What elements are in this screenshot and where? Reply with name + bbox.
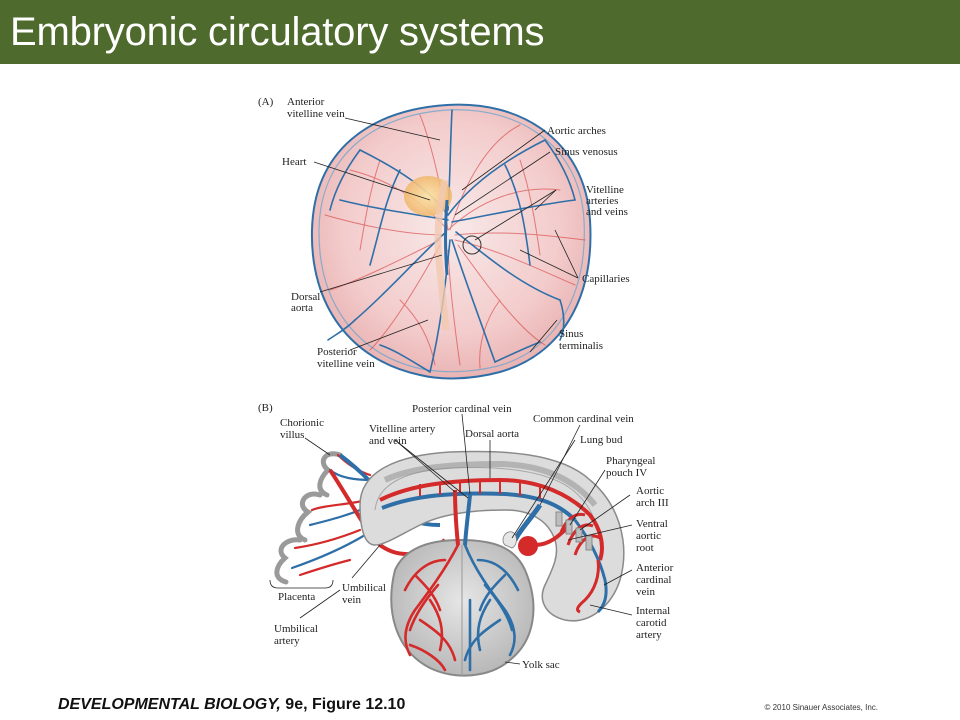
label-anterior-cardinal-vein: Anterior cardinal vein — [636, 562, 676, 598]
label-umbilical-artery: Umbilical artery — [274, 623, 321, 647]
panel-a-leaders — [313, 117, 579, 353]
label-yolk-sac: Yolk sac — [522, 659, 560, 671]
dorsal-aorta-vessel — [444, 199, 449, 276]
sinus-venosus-marker — [462, 235, 482, 255]
panel-b-leaders — [299, 413, 633, 665]
label-chorionic-villus: Chorionic villus — [280, 417, 327, 441]
label-anterior-vitelline-vein: Anterior vitelline vein — [287, 96, 345, 120]
panel-a-letter: (A) — [258, 96, 274, 108]
label-aortic-arch-iii: Aortic arch III — [636, 485, 669, 509]
label-ventral-aortic-root: Ventral aortic root — [636, 518, 671, 554]
neural-tube — [383, 460, 598, 507]
placenta-bracket — [269, 579, 334, 589]
label-heart: Heart — [282, 156, 306, 168]
label-dorsal-aorta-b: Dorsal aorta — [465, 428, 519, 440]
label-sinus-terminalis: Sinus terminalis — [559, 328, 603, 352]
label-sinus-venosus: Sinus venosus — [555, 146, 618, 158]
label-umbilical-vein: Umbilical vein — [342, 582, 389, 606]
segmental-vessels — [419, 480, 541, 499]
figure-number: 9e, Figure 12.10 — [280, 696, 406, 713]
dorsal-aorta-b-vessel — [379, 477, 604, 561]
label-common-cardinal-vein: Common cardinal vein — [533, 413, 634, 425]
label-aortic-arches: Aortic arches — [547, 125, 606, 137]
blastoderm-disk — [310, 103, 592, 380]
title-bar: Embryonic circulatory systems — [0, 0, 960, 64]
label-lung-bud: Lung bud — [580, 434, 623, 446]
label-vitelline-arteries-veins: Vitelline arteries and veins — [586, 184, 628, 218]
figure-canvas: (A) — [258, 96, 676, 677]
panel-b-letter: (B) — [258, 402, 273, 414]
copyright-notice: © 2010 Sinauer Associates, Inc. — [764, 703, 878, 712]
internal-carotid-artery-vessel — [576, 559, 600, 614]
yolk-sac-veins — [463, 543, 520, 672]
label-vitelline-artery-vein: Vitelline artery and vein — [369, 423, 438, 447]
label-posterior-cardinal-vein: Posterior cardinal vein — [412, 403, 512, 415]
label-capillaries: Capillaries — [582, 273, 630, 285]
label-dorsal-aorta-a: Dorsal aorta — [291, 291, 323, 314]
yolk-sac-arteries — [403, 543, 460, 672]
panel-b-labels: Chorionic villus Vitelline artery and ve… — [274, 403, 676, 671]
page-title: Embryonic circulatory systems — [10, 9, 545, 54]
label-placenta: Placenta — [278, 591, 315, 603]
figure: (A) — [0, 64, 960, 694]
vitelline-artery-vessel — [453, 489, 460, 546]
label-internal-carotid-artery: Internal carotid artery — [636, 605, 673, 641]
vitelline-vein-vessel — [463, 494, 472, 546]
figure-citation: DEVELOPMENTAL BIOLOGY, 9e, Figure 12.10 — [58, 696, 405, 714]
panel-a-labels: Anterior vitelline vein Aortic arches He… — [282, 96, 630, 370]
posterior-cardinal-vein-vessel — [381, 491, 577, 522]
panel-b: (B) — [258, 402, 676, 677]
label-posterior-vitelline-vein: Posterior vitelline vein — [317, 346, 375, 370]
embryo-axis — [434, 179, 450, 331]
label-pharyngeal-pouch: Pharyngeal pouch IV — [606, 455, 658, 479]
heart-b — [518, 536, 538, 556]
sinus-terminalis-ring — [318, 109, 585, 373]
pharyngeal-pouches — [555, 511, 593, 551]
panel-a: (A) — [258, 96, 630, 380]
book-title: DEVELOPMENTAL BIOLOGY, — [58, 696, 281, 713]
